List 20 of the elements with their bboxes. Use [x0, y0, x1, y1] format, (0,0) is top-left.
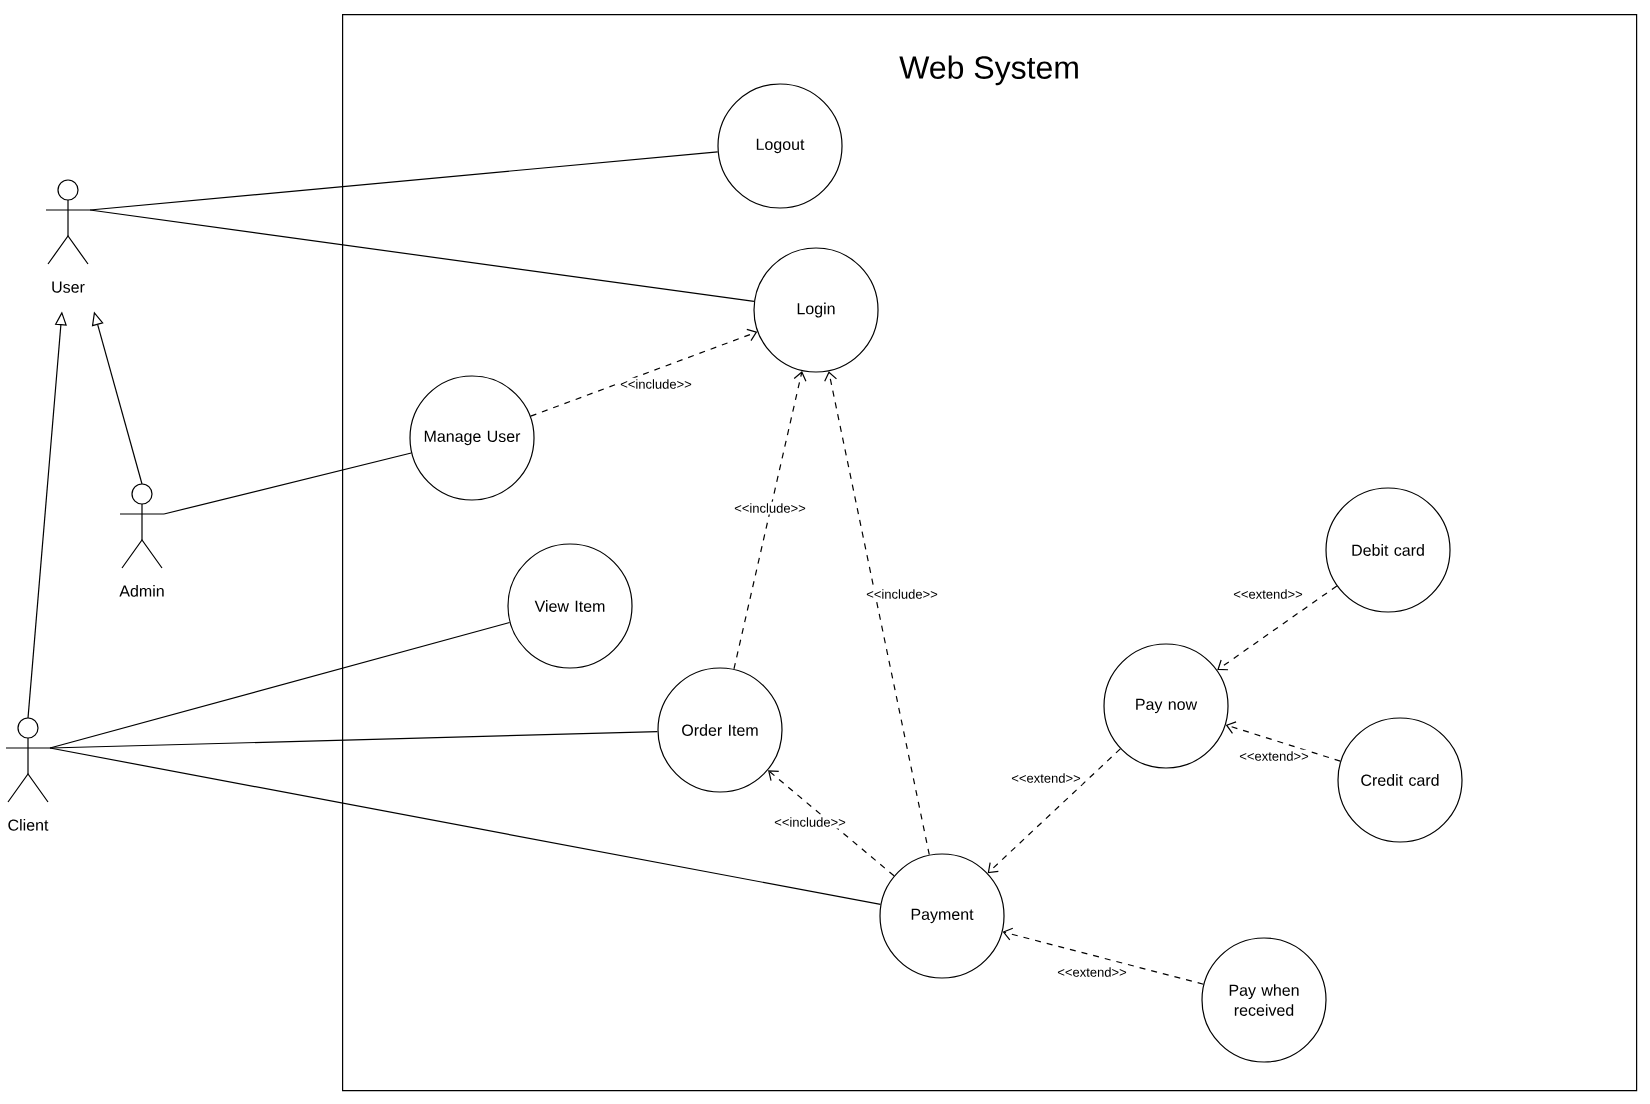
actor-figure: User — [45, 179, 91, 293]
association-line — [89, 209, 755, 303]
dependency-arrow — [768, 770, 895, 877]
actor-figure: Client — [5, 717, 51, 831]
actor-figure: Admin — [119, 483, 165, 597]
node-label: Admin — [119, 585, 164, 597]
association-line — [49, 621, 511, 749]
dependency-arrow — [824, 371, 930, 856]
dependency-arrow — [987, 748, 1121, 874]
dependency-arrow — [733, 371, 807, 670]
node-label: User — [52, 281, 85, 293]
association-line — [49, 731, 659, 749]
dependency-arrow — [1225, 721, 1341, 762]
dependency-arrow — [1002, 927, 1205, 985]
association-line — [163, 452, 412, 515]
dependency-arrow — [530, 328, 758, 417]
dependency-arrow — [1217, 585, 1338, 671]
association-line — [49, 747, 882, 906]
association-line — [89, 151, 719, 211]
node-label: Client — [8, 819, 49, 831]
